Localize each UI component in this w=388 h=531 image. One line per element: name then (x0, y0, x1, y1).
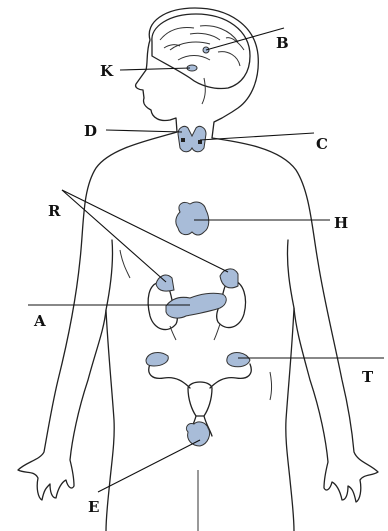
brainstem (202, 78, 205, 104)
leader-D (106, 130, 182, 132)
label-R: R (48, 202, 61, 220)
label-E: E (88, 498, 99, 516)
brain-outline (152, 14, 250, 89)
head-outline (136, 8, 259, 138)
label-H: H (334, 214, 348, 232)
left-ovary (146, 353, 168, 366)
uterus (188, 382, 212, 416)
torso-right-outline (212, 138, 378, 502)
brain (152, 14, 250, 104)
leader-C (200, 133, 314, 140)
left-adrenal-gland (156, 275, 174, 291)
label-T: T (362, 368, 374, 386)
fallopian-tubes (149, 364, 251, 388)
inner-right-torso (286, 240, 294, 531)
label-C: C (316, 135, 328, 153)
thymus-gland (176, 202, 209, 235)
label-A: A (33, 312, 46, 330)
right-adrenal-gland (220, 269, 238, 288)
leader-R-1 (62, 190, 166, 282)
brain-folds (160, 26, 244, 66)
label-K: K (100, 62, 114, 80)
external-gland (186, 422, 209, 446)
reproductive-glands (146, 353, 251, 446)
parathyroid-left (181, 138, 185, 142)
parathyroid-right (198, 140, 202, 144)
label-D: D (84, 122, 97, 140)
leader-K (120, 68, 190, 70)
arm-crease-left (120, 250, 130, 278)
label-B: B (276, 34, 289, 52)
arm-crease-right (270, 372, 272, 400)
ureters (170, 324, 220, 340)
body-outline (18, 8, 378, 531)
thyroid-parathyroid (178, 126, 206, 151)
right-ovary (227, 353, 250, 367)
